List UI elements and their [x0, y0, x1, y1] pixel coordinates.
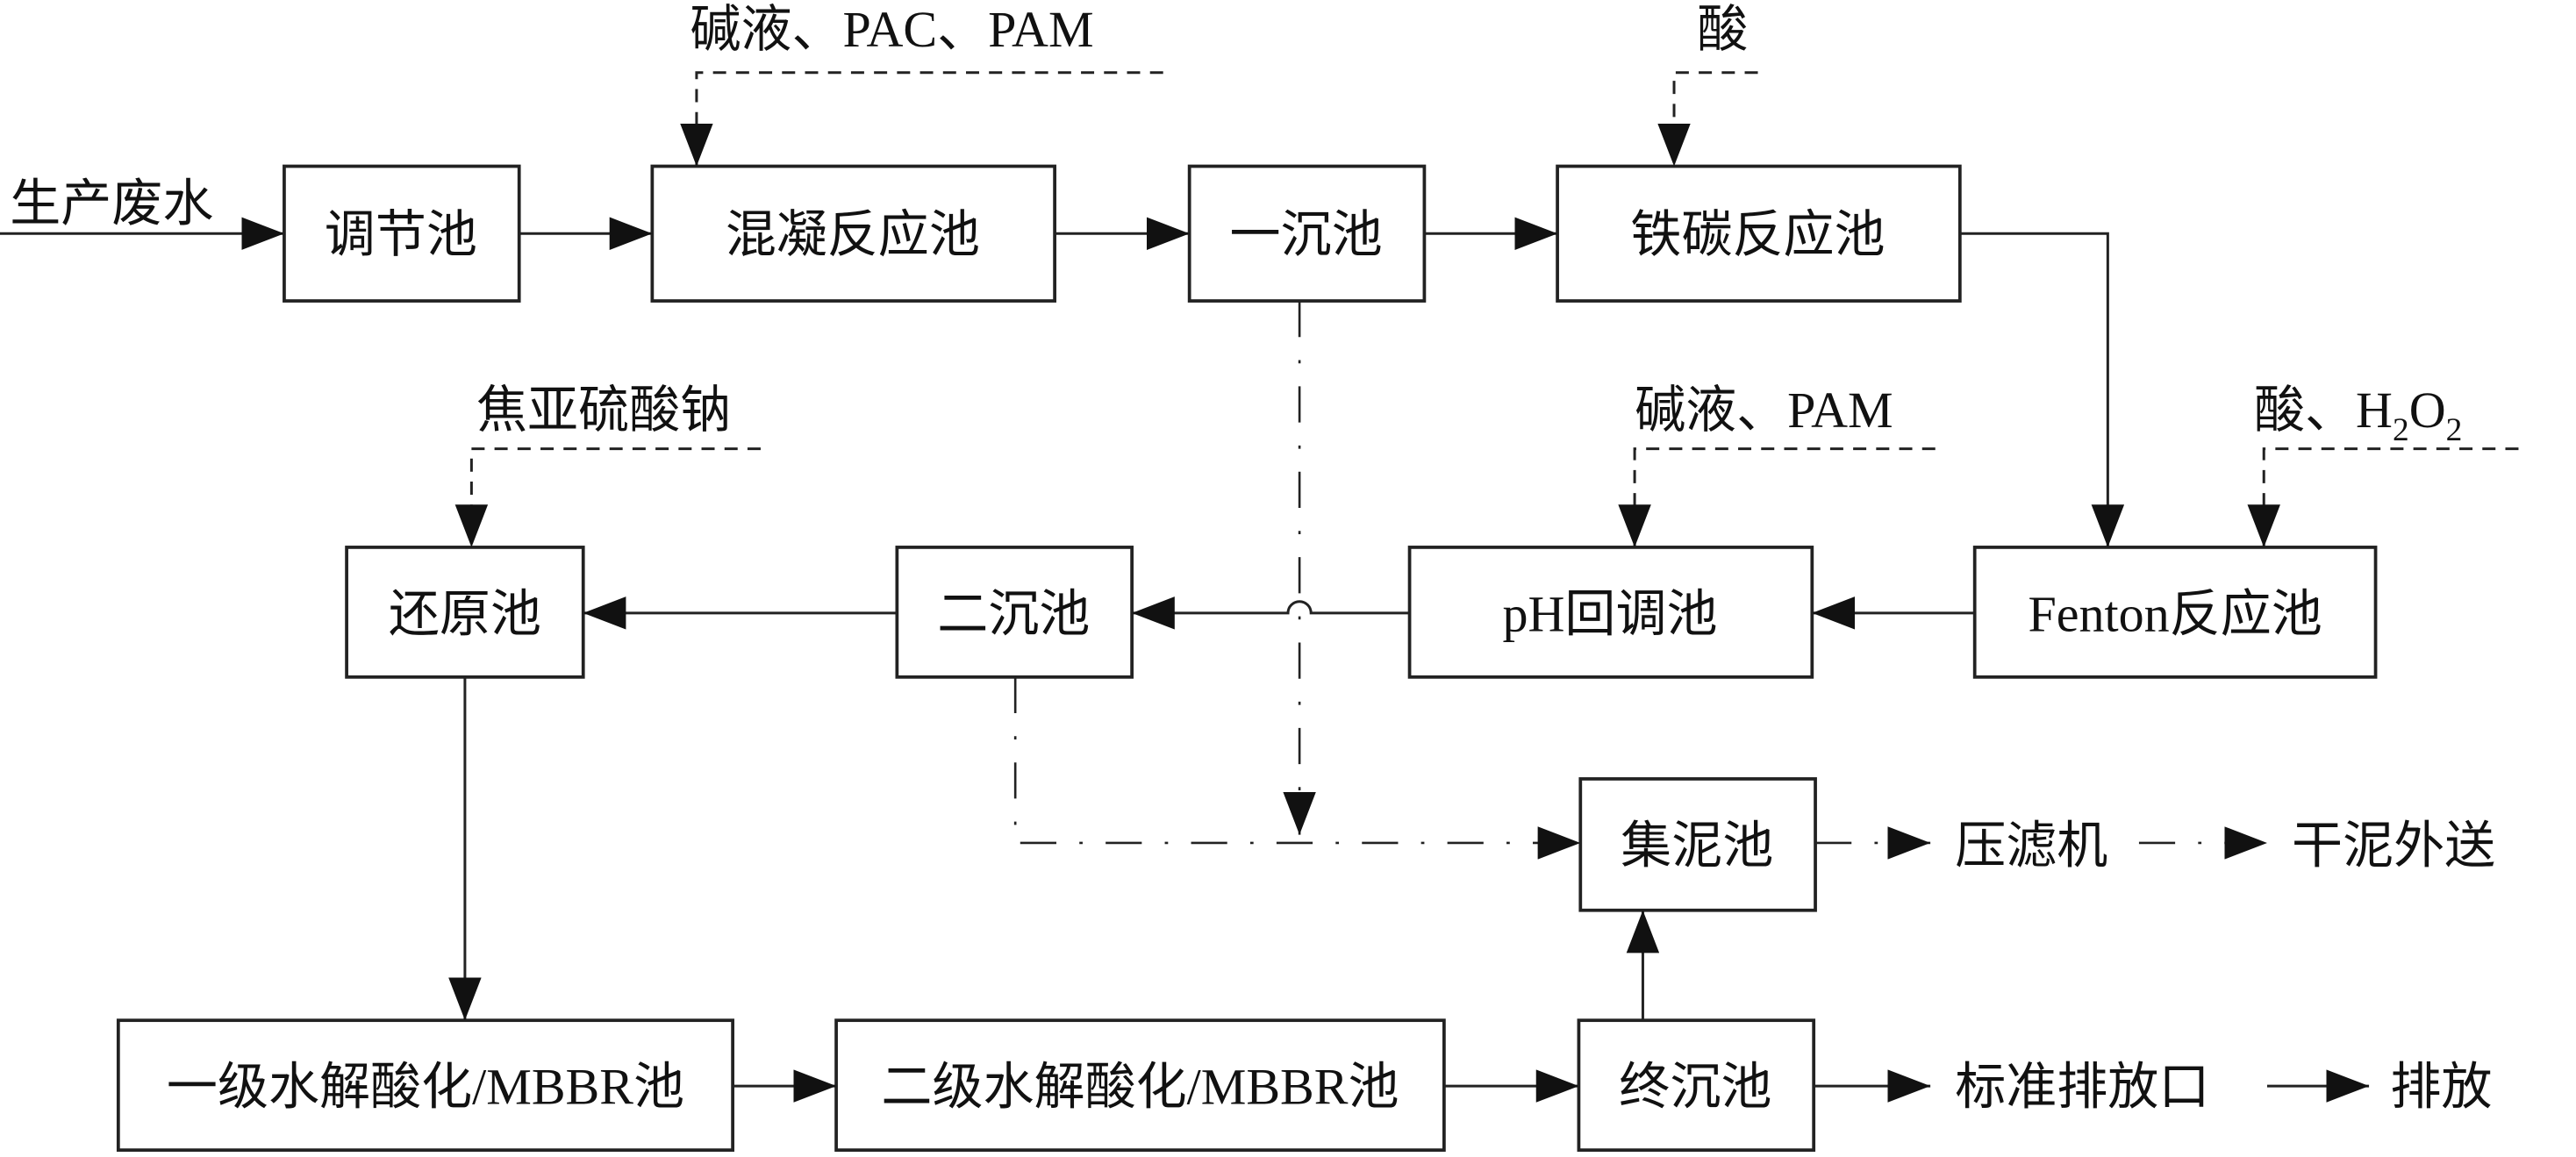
sludge-line-erchen [1013, 676, 1581, 860]
unit-label: 二沉池 [937, 585, 1090, 642]
unit-label: 一沉池 [1230, 206, 1383, 263]
dose-line-tietan [1657, 71, 1758, 167]
filter-press-label: 压滤机 [1955, 817, 2107, 874]
chem-tietan: 酸 [1697, 1, 1748, 58]
unit-label: Fenton反应池 [2028, 585, 2322, 642]
unit-label: 混凝反应池 [726, 206, 980, 263]
unit-huanyuan: 还原池 [345, 546, 585, 679]
discharge-label: 排放 [2390, 1059, 2492, 1116]
unit-mbbr1: 一级水解酸化/MBBR池 [116, 1018, 734, 1152]
chem-huanyuan: 焦亚硫酸钠 [476, 382, 731, 439]
outlet-label: 标准排放口 [1955, 1059, 2209, 1116]
chem-ph: 碱液、PAM [1635, 382, 1893, 439]
unit-label: 还原池 [389, 585, 541, 642]
chem-hunning: 碱液、PAC、PAM [690, 1, 1093, 58]
unit-label: 终沉池 [1619, 1059, 1771, 1116]
dose-line-hunning [680, 71, 1163, 167]
unit-mbbr2: 二级水解酸化/MBBR池 [834, 1018, 1446, 1152]
dose-line-huanyuan [454, 447, 761, 547]
unit-fenton: Fenton反应池 [1972, 546, 2378, 679]
unit-label: 调节池 [325, 206, 477, 263]
unit-hunning: 混凝反应池 [650, 164, 1056, 303]
unit-label: 二级水解酸化/MBBR池 [881, 1059, 1399, 1116]
dose-line-fenton [2247, 447, 2519, 547]
arrow-flow [1959, 232, 2125, 547]
unit-label: 铁碳反应池 [1630, 206, 1885, 263]
unit-label: 集泥池 [1621, 817, 1773, 874]
unit-tietan: 铁碳反应池 [1556, 164, 1962, 303]
unit-jini: 集泥池 [1578, 777, 1817, 912]
unit-ph: pH回调池 [1407, 546, 1814, 679]
unit-erchen: 二沉池 [895, 546, 1134, 679]
unit-tiaojie: 调节池 [283, 164, 521, 303]
unit-zhongchen: 终沉池 [1577, 1018, 1816, 1152]
chem-fenton: 酸、H2O2 [2254, 382, 2462, 448]
unit-label: pH回调池 [1502, 585, 1717, 642]
arrow-flow-hop [1132, 596, 1410, 630]
unit-yichen: 一沉池 [1187, 164, 1427, 303]
input-label: 生产废水 [10, 175, 213, 232]
dose-line-ph [1618, 447, 1936, 547]
unit-label: 一级水解酸化/MBBR池 [167, 1059, 684, 1116]
dry-sludge-label: 干泥外送 [2292, 817, 2495, 874]
